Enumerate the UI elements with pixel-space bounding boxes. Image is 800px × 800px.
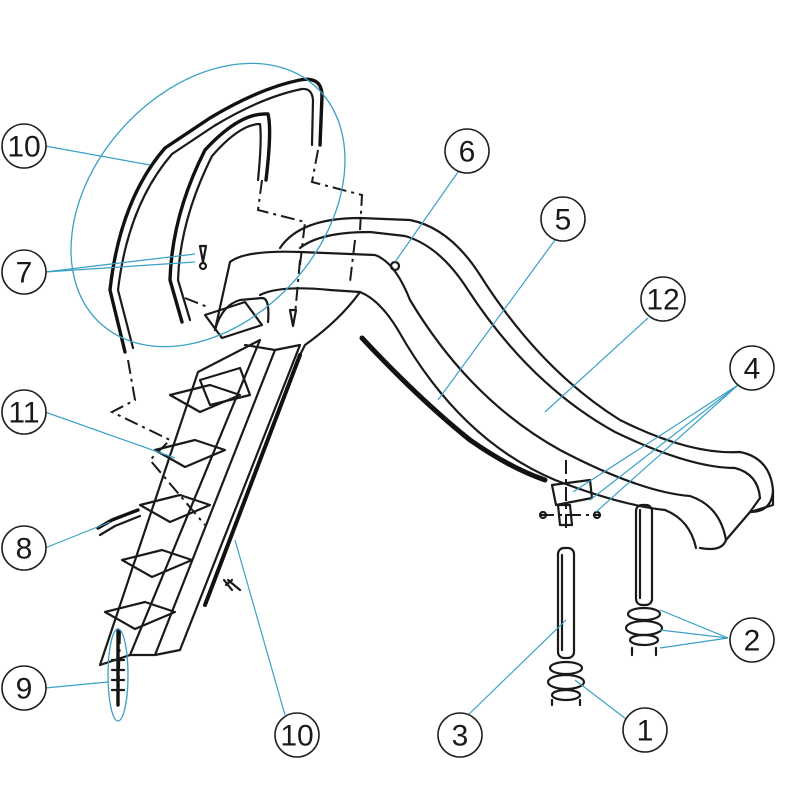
hardware-details bbox=[96, 244, 602, 707]
callout-8: 8 bbox=[1, 525, 47, 571]
callout-label: 3 bbox=[452, 720, 469, 753]
callout-label: 10 bbox=[7, 131, 40, 164]
anchor-highlight bbox=[107, 628, 129, 722]
callout-label: 9 bbox=[16, 673, 33, 706]
handrail-assembly bbox=[108, 77, 324, 354]
callout-12: 12 bbox=[640, 276, 686, 322]
callout-label: 7 bbox=[16, 257, 33, 290]
handrail-highlight bbox=[70, 62, 346, 348]
ladder-frame bbox=[98, 300, 302, 667]
callout-label: 1 bbox=[637, 715, 654, 748]
callout-label: 2 bbox=[744, 625, 761, 658]
callout-label: 10 bbox=[280, 720, 313, 753]
callout-1: 1 bbox=[622, 707, 668, 753]
support-leg-front bbox=[546, 546, 586, 707]
callout-label: 12 bbox=[646, 284, 679, 317]
callout-9: 9 bbox=[1, 665, 47, 711]
callout-10-handrail: 10 bbox=[1, 123, 47, 169]
leader-lines bbox=[44, 145, 739, 723]
callout-4: 4 bbox=[729, 345, 775, 391]
callout-3: 3 bbox=[437, 712, 483, 758]
callout-label: 4 bbox=[744, 353, 761, 386]
slide-chute bbox=[213, 216, 775, 551]
callout-11: 11 bbox=[1, 389, 47, 435]
callout-5: 5 bbox=[540, 196, 586, 242]
ladder-support-bar bbox=[203, 353, 302, 607]
support-leg-rear bbox=[624, 503, 664, 657]
guard-rail-bar bbox=[359, 335, 548, 483]
callout-7: 7 bbox=[1, 249, 47, 295]
callout-label: 6 bbox=[459, 136, 476, 169]
callout-2: 2 bbox=[729, 617, 775, 663]
callout-label: 5 bbox=[555, 204, 572, 237]
callout-6: 6 bbox=[444, 128, 490, 174]
callout-label: 8 bbox=[16, 533, 33, 566]
callout-10-support: 10 bbox=[274, 712, 320, 758]
callout-label: 11 bbox=[8, 397, 39, 430]
